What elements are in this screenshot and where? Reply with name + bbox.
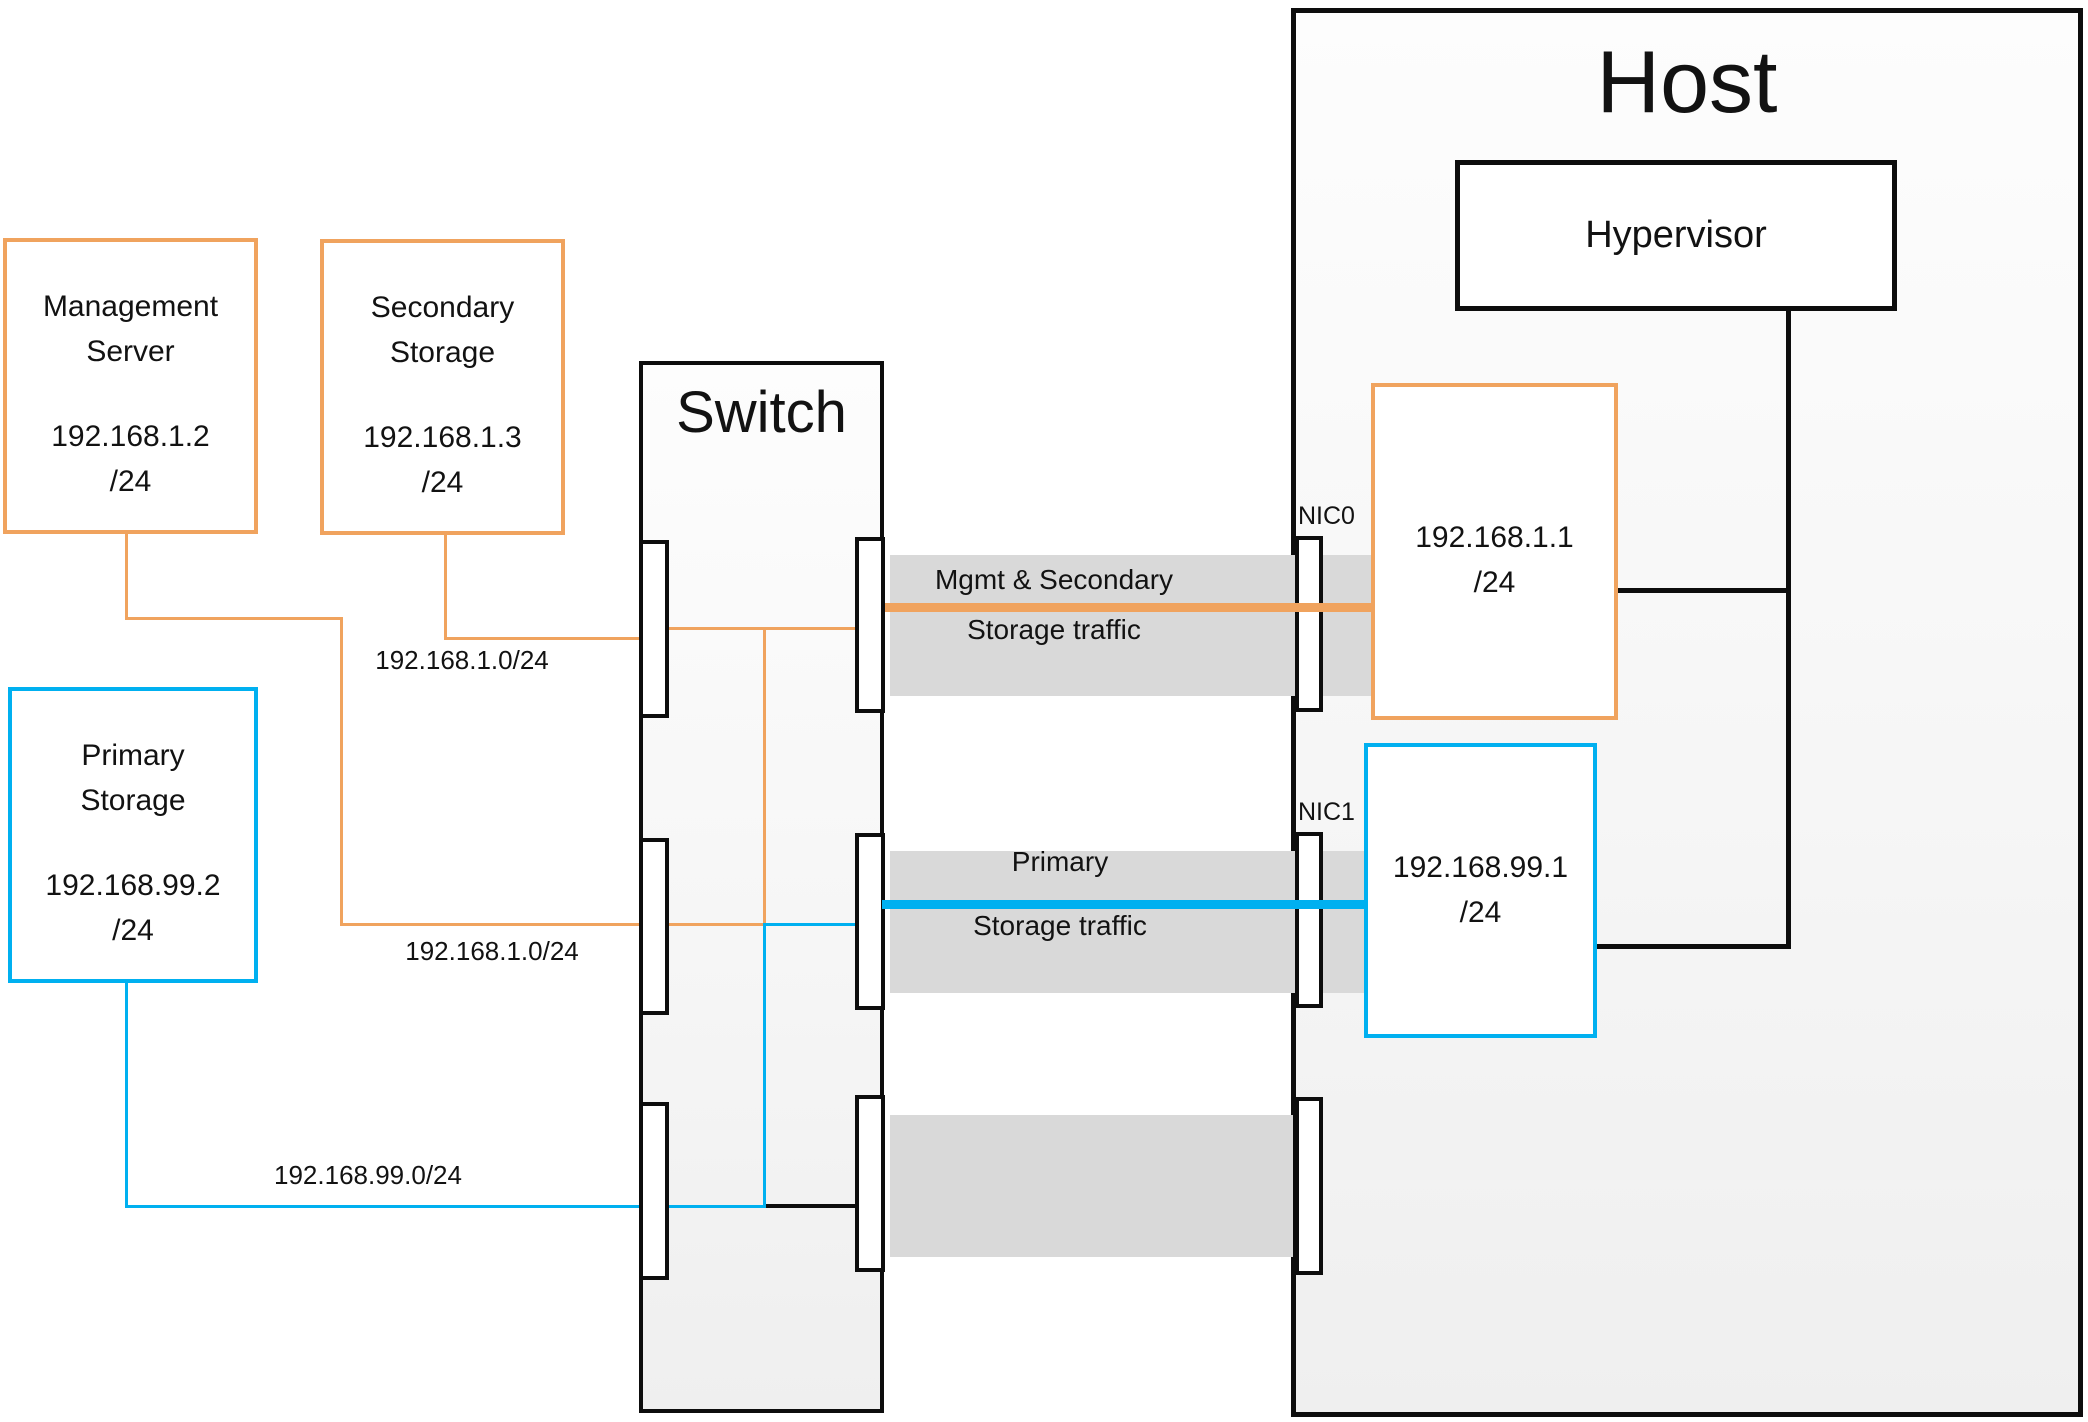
switch-internal-blue-vertical: [763, 923, 766, 1208]
host-port-nic1: [1295, 832, 1323, 1008]
link-secondary-drop: [444, 535, 447, 640]
switch-port-left-bottom: [639, 1102, 669, 1280]
traffic-band-primary: [890, 851, 1364, 993]
nic1-label: NIC1: [1298, 798, 1355, 826]
management-server-name: Management Server: [42, 290, 219, 368]
hypervisor-trunk-line: [1786, 311, 1791, 949]
switch-port-right-top: [855, 537, 885, 713]
link-primary-drop: [125, 981, 128, 1208]
switch-internal-orange-top: [665, 627, 859, 630]
nic1-to-trunk-line: [1595, 944, 1791, 949]
subnet-label-mgmt-top: 192.168.1.0/24: [375, 645, 549, 675]
management-server-node: Management Server 192.168.1.2 /24: [3, 238, 258, 534]
switch-internal-blue-bottom: [665, 1205, 766, 1208]
primary-traffic-label-line1: Primary: [1011, 846, 1109, 877]
link-secondary-to-switch: [444, 637, 650, 640]
nic1-ip: 192.168.99.1 /24: [1392, 851, 1569, 929]
nic0-ip: 192.168.1.1 /24: [1415, 521, 1574, 599]
switch-internal-orange-mid: [665, 923, 766, 926]
secondary-storage-node: Secondary Storage 192.168.1.3 /24: [320, 239, 565, 535]
primary-storage-node: Primary Storage 192.168.99.2 /24: [8, 687, 258, 983]
traffic-line-primary: [882, 900, 1364, 909]
traffic-band-mgmt: [890, 555, 1371, 696]
switch-internal-black-bottom: [766, 1204, 859, 1208]
switch-port-right-middle: [855, 833, 885, 1010]
mgmt-traffic-label-line2: Storage traffic: [967, 614, 1141, 645]
link-mgmt-shelf: [125, 617, 343, 620]
subnet-label-mgmt-bottom: 192.168.1.0/24: [405, 936, 579, 966]
traffic-band-unused: [890, 1115, 1293, 1257]
link-mgmt-drop: [125, 534, 128, 620]
nic1-ip-node: 192.168.99.1 /24: [1364, 743, 1597, 1038]
switch-internal-blue-mid: [766, 923, 859, 926]
host-port-nic0: [1295, 536, 1323, 712]
traffic-line-mgmt: [885, 603, 1371, 612]
hypervisor-node: Hypervisor: [1455, 160, 1897, 311]
switch-title: Switch: [676, 380, 847, 445]
link-mgmt-to-switch: [340, 923, 650, 926]
switch-box: Switch: [639, 361, 884, 1413]
nic0-ip-node: 192.168.1.1 /24: [1371, 383, 1618, 720]
link-primary-to-switch: [125, 1205, 650, 1208]
host-port-unused: [1295, 1097, 1323, 1275]
switch-port-left-top: [639, 540, 669, 718]
switch-port-right-bottom: [855, 1095, 885, 1272]
nic0-to-trunk-line: [1616, 588, 1791, 593]
nic0-label: NIC0: [1298, 502, 1355, 530]
primary-traffic-label-line2: Storage traffic: [973, 910, 1147, 941]
primary-storage-name: Primary Storage: [80, 739, 186, 817]
link-mgmt-drop2: [340, 617, 343, 926]
secondary-storage-ip: 192.168.1.3 /24: [363, 421, 522, 499]
host-title: Host: [1596, 32, 1778, 131]
mgmt-traffic-label-line1: Mgmt & Secondary: [934, 564, 1174, 595]
switch-internal-orange-vertical: [763, 627, 766, 926]
secondary-storage-name: Secondary Storage: [370, 291, 515, 369]
subnet-label-storage: 192.168.99.0/24: [274, 1160, 462, 1190]
management-server-ip: 192.168.1.2 /24: [51, 420, 210, 498]
switch-port-left-middle: [639, 838, 669, 1015]
primary-storage-ip: 192.168.99.2 /24: [45, 869, 221, 947]
